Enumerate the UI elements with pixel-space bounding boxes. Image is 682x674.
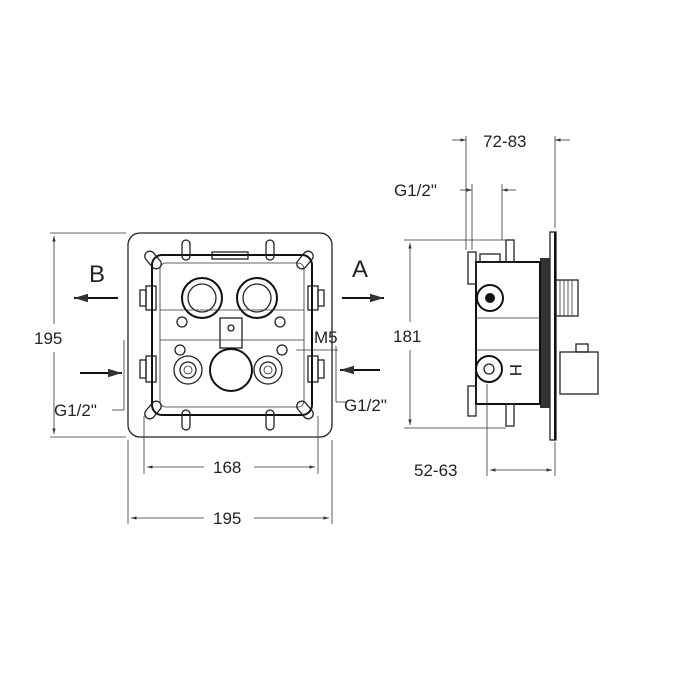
depth-bottom-dimension: 52-63 bbox=[414, 384, 556, 480]
valve-body-side: H bbox=[467, 239, 541, 427]
threaded-spindle bbox=[555, 279, 579, 317]
outlet-a-label: A bbox=[352, 256, 368, 283]
outlet-port-a bbox=[236, 277, 278, 319]
svg-text:195: 195 bbox=[34, 329, 62, 348]
front-outer-width-dimension: 195 bbox=[127, 440, 333, 528]
front-inner-width-dimension: 168 bbox=[143, 416, 319, 477]
mounting-plate-outline bbox=[127, 232, 333, 438]
center-cartridge bbox=[209, 348, 253, 392]
svg-text:G1/2": G1/2" bbox=[394, 181, 437, 200]
side-height-dimension: 181 bbox=[393, 239, 506, 429]
depth-top-dimension: 72-83 bbox=[452, 132, 570, 250]
handle-side bbox=[559, 343, 599, 395]
side-port-upper bbox=[476, 284, 504, 312]
inlet-port-left bbox=[173, 355, 203, 385]
svg-text:72-83: 72-83 bbox=[483, 132, 526, 151]
svg-text:168: 168 bbox=[213, 458, 241, 477]
svg-text:181: 181 bbox=[393, 327, 421, 346]
front-height-dimension: 195 bbox=[34, 232, 126, 438]
outlet-b-label: B bbox=[89, 261, 105, 288]
svg-text:52-63: 52-63 bbox=[414, 461, 457, 480]
inlet-left-label: G1/2" bbox=[54, 401, 97, 420]
inlet-right-label: G1/2" bbox=[344, 396, 387, 415]
thread-dimension: G1/2" bbox=[394, 181, 516, 250]
outlet-port-b bbox=[181, 277, 223, 319]
valve-body-front bbox=[139, 239, 325, 431]
port-marker: H bbox=[506, 364, 525, 376]
side-port-lower bbox=[475, 355, 503, 383]
screw-size-label: M5 bbox=[314, 328, 338, 347]
svg-text:195: 195 bbox=[213, 509, 241, 528]
front-view: B A G1/2" G1/2" M5 195 168 bbox=[34, 232, 387, 528]
inlet-port-right bbox=[253, 355, 283, 385]
side-view: H 72-83 G1/2" bbox=[393, 132, 599, 480]
